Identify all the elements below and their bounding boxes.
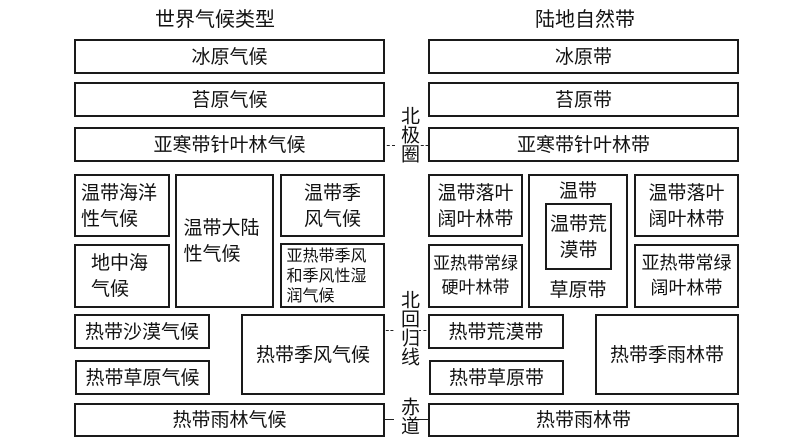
equator-label: 赤道 (395, 397, 420, 435)
tropic-of-cancer-label: 北回归线 (395, 290, 420, 366)
zone-taiga: 亚寒带针叶林带 (428, 127, 739, 162)
climate-subarctic-label: 亚寒带针叶林气候 (153, 133, 306, 156)
climate-mediterranean-label: 地中海气候 (91, 252, 149, 300)
natural-zones-title: 陆地自然带 (535, 7, 635, 31)
climate-temperate-monsoon: 温带季风气候 (280, 174, 385, 237)
zone-tropical-savanna-label: 热带草原带 (448, 366, 544, 389)
climate-subarctic: 亚寒带针叶林气候 (74, 127, 385, 162)
climate-mediterranean: 地中海气候 (74, 244, 170, 308)
zone-tundra-label: 苔原带 (554, 88, 612, 111)
zone-subtropical-evergreen-broadleaf-label: 亚热带常绿阔叶林带 (641, 253, 732, 299)
zone-tundra: 苔原带 (428, 82, 739, 117)
climate-tundra: 苔原气候 (74, 82, 385, 117)
climate-ice-cap-label: 冰原气候 (191, 45, 268, 68)
arctic-circle-label: 北极圈 (395, 106, 420, 163)
climate-subtropical-monsoon-humid-label: 亚热带季风和季风性湿润气候 (286, 245, 367, 305)
climate-temperate-continental: 温带大陆性气候 (175, 174, 274, 308)
climate-tropical-savanna-label: 热带草原气候 (85, 366, 200, 389)
zone-temperate-grassland-bottom-label: 草原带 (549, 279, 607, 301)
zone-tropical-rainforest: 热带雨林带 (428, 403, 739, 437)
zone-ice-cap-label: 冰原带 (554, 45, 612, 68)
zone-temperate-desert: 温带荒漠带 (545, 203, 612, 270)
climate-tropical-rainforest-label: 热带雨林气候 (172, 409, 287, 431)
climate-tropical-desert-label: 热带沙漠气候 (84, 320, 199, 343)
climate-tropical-rainforest: 热带雨林气候 (74, 403, 385, 437)
zone-tropical-monsoon-forest-label: 热带季雨林带 (609, 343, 724, 366)
zone-temperate-grassland: 温带 温带荒漠带 草原带 (528, 174, 628, 308)
climate-subtropical-monsoon-humid: 亚热带季风和季风性湿润气候 (280, 243, 385, 308)
climate-types-title: 世界气候类型 (155, 7, 275, 31)
zone-temperate-deciduous-right-label: 温带落叶阔叶林带 (648, 181, 725, 230)
climate-tundra-label: 苔原气候 (191, 88, 268, 111)
zone-taiga-label: 亚寒带针叶林带 (516, 133, 650, 156)
climate-tropical-desert: 热带沙漠气候 (74, 314, 210, 349)
zone-ice-cap: 冰原带 (428, 39, 739, 74)
zone-tropical-desert-label: 热带荒漠带 (448, 320, 544, 343)
zone-tropical-savanna: 热带草原带 (429, 360, 564, 395)
zone-tropical-desert: 热带荒漠带 (428, 314, 564, 349)
zone-temperate-deciduous-right: 温带落叶阔叶林带 (634, 174, 739, 237)
climate-ice-cap: 冰原气候 (74, 39, 385, 74)
climate-tropical-monsoon: 热带季风气候 (241, 314, 385, 395)
tropic-of-cancer-line-left (372, 330, 398, 331)
zone-tropical-rainforest-label: 热带雨林带 (535, 409, 631, 431)
climate-tropical-savanna: 热带草原气候 (75, 360, 210, 395)
climate-temperate-monsoon-label: 温带季风气候 (303, 181, 361, 230)
zone-temperate-deciduous-left-label: 温带落叶阔叶林带 (437, 181, 514, 230)
zone-tropical-monsoon-forest: 热带季雨林带 (595, 314, 739, 395)
zone-temperate-grassland-top-label: 温带 (558, 180, 597, 202)
climate-temperate-continental-label: 温带大陆性气候 (183, 217, 260, 265)
zone-subtropical-sclerophyll-label: 亚热带常绿硬叶林带 (433, 254, 518, 298)
climate-temperate-maritime-label: 温带海洋性气候 (81, 181, 158, 230)
zone-subtropical-sclerophyll: 亚热带常绿硬叶林带 (428, 244, 523, 308)
zone-temperate-desert-label: 温带荒漠带 (549, 212, 607, 261)
zone-subtropical-evergreen-broadleaf: 亚热带常绿阔叶林带 (634, 244, 739, 308)
climate-tropical-monsoon-label: 热带季风气候 (255, 343, 370, 366)
zone-temperate-deciduous-left: 温带落叶阔叶林带 (428, 174, 523, 237)
climate-temperate-maritime: 温带海洋性气候 (74, 174, 170, 237)
